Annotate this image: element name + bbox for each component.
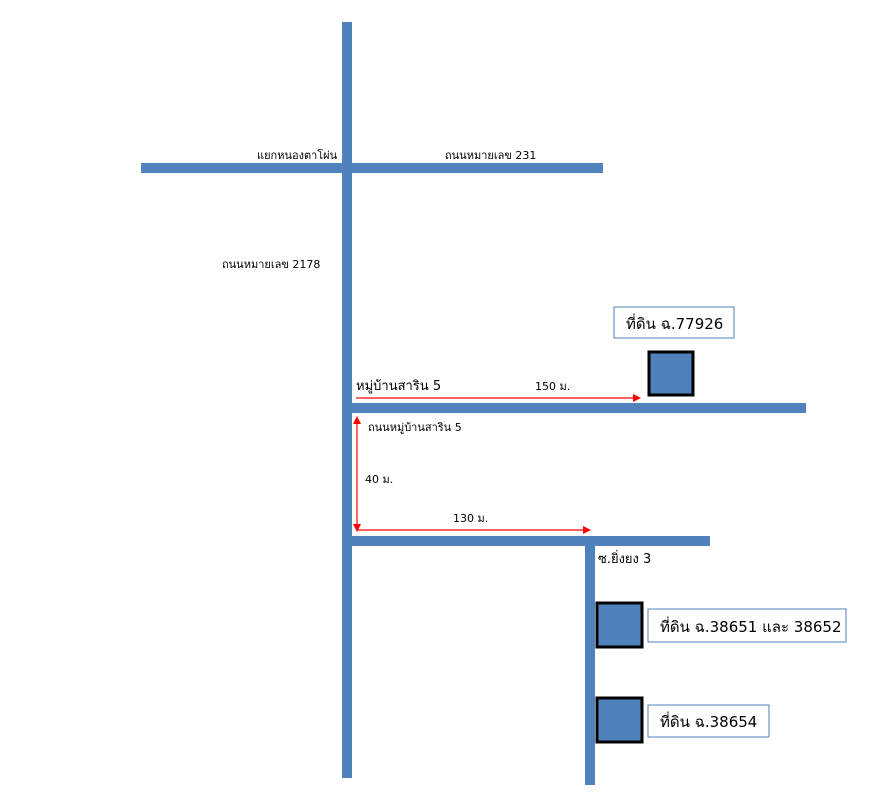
plot-label-box-38651-38652 [647,608,847,643]
distance-label-150m: 150 ม. [535,380,570,393]
land-plot-77926 [647,350,695,397]
road-highway-2178 [342,22,352,778]
highway-2178-label: ถนนหมายเลข 2178 [222,258,320,271]
village-road-label: ถนนหมู่บ้านสาริน 5 [368,421,462,434]
plot-label-box-77926 [613,306,735,339]
junction-label: แยกหนองตาโผ่น [257,148,338,162]
road-village-sarin-5 [350,403,806,413]
village-label: หมู่บ้านสาริน 5 [356,379,441,394]
plot-label-box-38654 [647,704,770,738]
highway-231-label: ถนนหมายเลข 231 [445,149,536,162]
distance-label-40m: 40 ม. [365,473,393,486]
soi-label: ซ.ยิ่งยง 3 [598,550,651,567]
road-highway-231 [141,163,603,173]
plot-label-38651-38652: ที่ดิน ฉ.38651 และ 38652 [660,616,842,636]
road-lower-connector [350,536,710,546]
plot-label-38654: ที่ดิน ฉ.38654 [660,711,757,731]
plot-label-77926: ที่ดิน ฉ.77926 [626,313,723,333]
land-plot-38654 [595,696,644,744]
road-soi-yingyong-3 [585,540,595,785]
distance-label-130m: 130 ม. [453,512,488,525]
land-plot-38651-38652 [595,601,644,649]
